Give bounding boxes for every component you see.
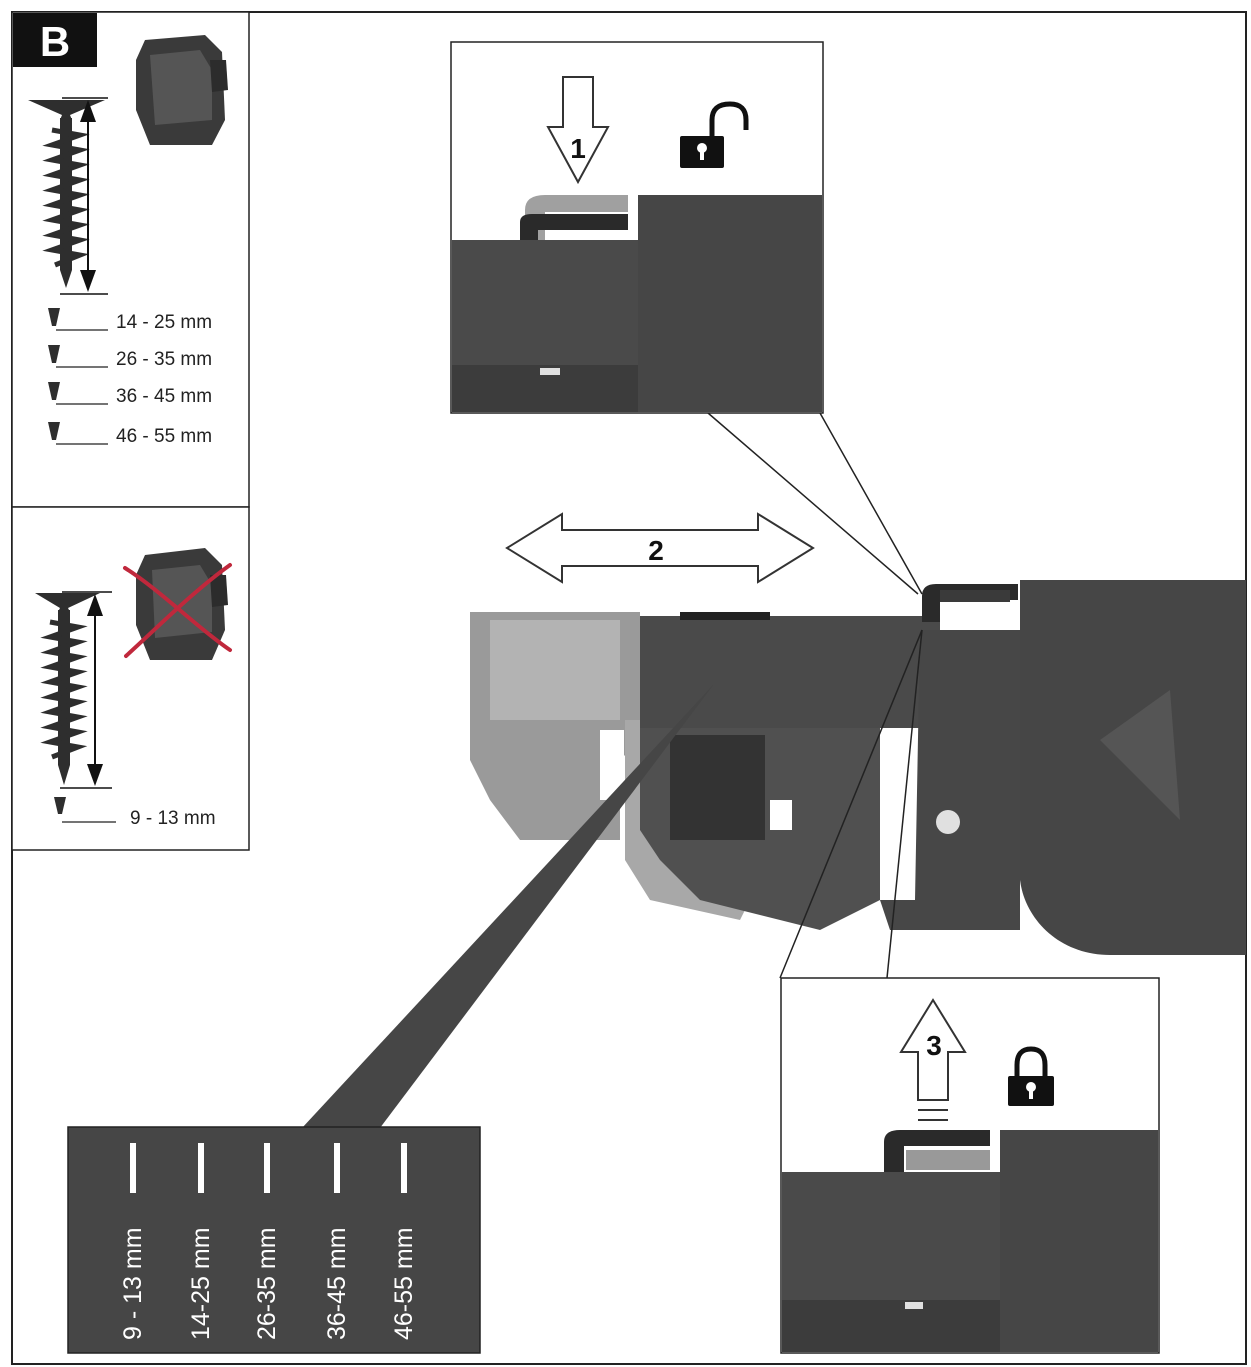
step-number-1: 1: [570, 133, 586, 164]
length-label: 14 - 25 mm: [116, 312, 212, 333]
depth-scale-marks: [130, 1143, 407, 1193]
step-number-2: 2: [648, 535, 664, 566]
callout-lines: [707, 412, 923, 979]
length-dimension: [60, 97, 108, 295]
scale-tick: [264, 1143, 270, 1193]
length-row: 36 - 45 mm: [48, 382, 212, 407]
cross-mark-icon: [123, 563, 232, 658]
short-length-dimension: [60, 591, 112, 789]
press-down-arrow-icon: 1: [546, 76, 610, 185]
scale-tick: [198, 1143, 204, 1193]
padlock-closed-icon: [1008, 1046, 1054, 1106]
length-row: 14 - 25 mm: [48, 308, 212, 333]
length-label: 9 - 13 mm: [130, 808, 216, 829]
length-row: 26 - 35 mm: [48, 345, 212, 370]
scale-label: 14-25 mm: [187, 1227, 215, 1340]
screw-gun-nosepiece: [470, 580, 1246, 955]
short-screw-icon: [35, 593, 100, 785]
scale-tick: [401, 1143, 407, 1193]
depth-adapter-crossed-icon: [123, 548, 232, 660]
figure-label: B: [40, 18, 70, 65]
scale-label: 36-45 mm: [323, 1227, 351, 1340]
scale-label: 9 - 13 mm: [119, 1227, 147, 1340]
length-label: 36 - 45 mm: [116, 386, 212, 407]
screw-icon: [28, 100, 105, 288]
scale-tick: [130, 1143, 136, 1193]
depth-adapter-icon: [136, 35, 228, 145]
length-label: 46 - 55 mm: [116, 426, 212, 447]
length-label: 26 - 35 mm: [116, 349, 212, 370]
release-up-arrow-icon: 3: [899, 998, 967, 1121]
scale-tick: [334, 1143, 340, 1193]
length-row: 46 - 55 mm: [48, 422, 212, 447]
length-list: 14 - 25 mm 26 - 35 mm 36 - 45 mm 46 - 55…: [48, 308, 212, 447]
step-number-3: 3: [926, 1030, 942, 1061]
slide-double-arrow-icon: 2: [505, 512, 815, 584]
unlock-detail-inset: 1: [450, 41, 824, 414]
scale-label: 26-35 mm: [253, 1227, 281, 1340]
scale-label: 46-55 mm: [390, 1227, 418, 1340]
padlock-open-icon: [680, 101, 749, 168]
length-row: 9 - 13 mm: [54, 797, 216, 829]
lock-detail-inset: 3: [780, 977, 1160, 1354]
figure-badge: B: [13, 13, 97, 67]
depth-scale-callout: 9 - 13 mm 14-25 mm 26-35 mm 36-45 mm 46-…: [67, 684, 714, 1354]
